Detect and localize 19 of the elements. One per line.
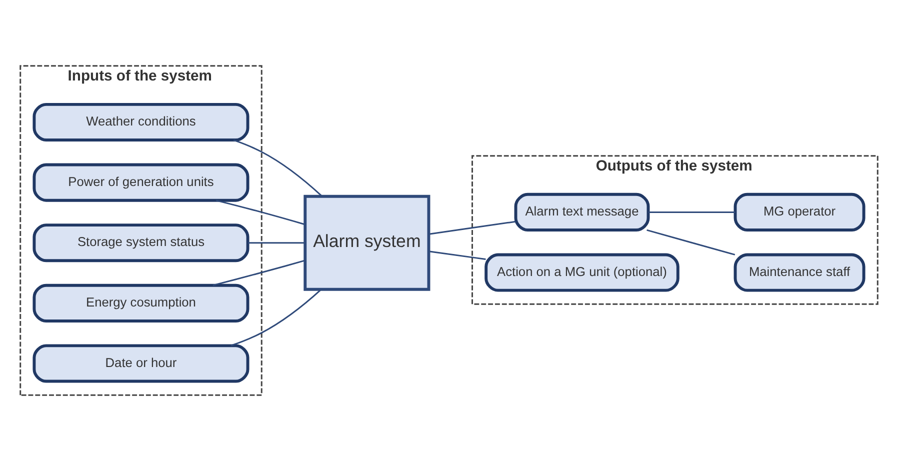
node-box: Power of generation units [32,163,250,202]
node-box: Weather conditions [32,102,250,142]
node-box: Date or hour [32,344,250,383]
node-box: Action on a MG unit (optional) [484,253,680,292]
connector [216,200,306,226]
node-box: Storage system status [32,224,250,262]
connector [230,288,322,346]
connector [428,250,486,260]
connector [428,220,516,235]
node-box: Alarm system [304,194,430,291]
node-box: MG operator [734,192,866,232]
node-box: Maintenance staff [734,253,866,292]
connector [648,211,736,213]
node-box: Energy cosumption [32,284,250,322]
node-box: Alarm text message [514,192,650,232]
connector [233,139,322,197]
connector [212,260,306,286]
connector [248,242,306,244]
connector [646,229,736,256]
